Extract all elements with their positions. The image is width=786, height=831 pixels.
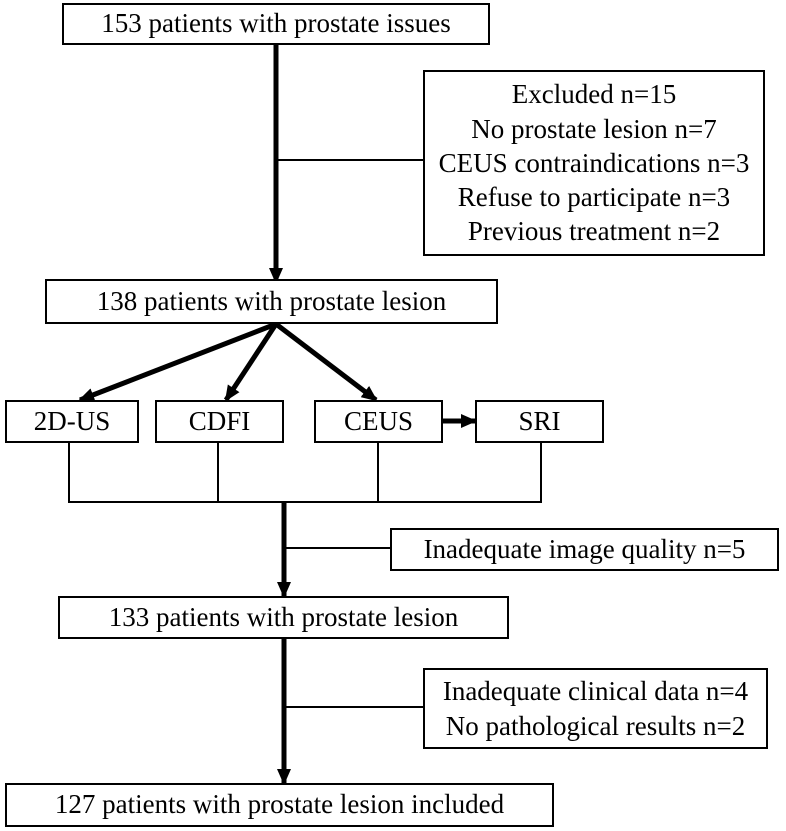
start-box: 153 patients with prostate issues [62, 3, 490, 45]
arrow-to-2d-us [78, 321, 277, 403]
modality-ceus-box: CEUS [314, 400, 443, 443]
lesion-133-label: 133 patients with prostate lesion [108, 601, 459, 632]
exclusion-box-2: Inadequate image quality n=5 [390, 528, 779, 571]
arrow-to-ceus [274, 322, 378, 402]
lesion-133-box: 133 patients with prostate lesion [58, 596, 509, 639]
lesion-138-box: 138 patients with prostate lesion [45, 279, 498, 324]
exclusion-1-reason: CEUS contraindications n=3 [438, 147, 750, 178]
arrow-to-cdfi [223, 322, 279, 402]
exclusion-1-reason: Previous treatment n=2 [467, 216, 721, 247]
final-label: 127 patients with prostate lesion includ… [54, 789, 505, 820]
modality-cdfi-box: CDFI [155, 400, 284, 443]
exclusion-1-reason: No prostate lesion n=7 [471, 113, 717, 144]
lesion-138-label: 138 patients with prostate lesion [96, 285, 447, 316]
exclusion-2-reason: Inadequate image quality n=5 [423, 533, 746, 564]
exclusion-3-reason: No pathological results n=2 [445, 710, 746, 741]
exclusion-box-3: Inadequate clinical data n=4 No patholog… [423, 668, 768, 749]
modality-cdfi-label: CDFI [188, 405, 251, 436]
exclusion-box-1: Excluded n=15 No prostate lesion n=7 CEU… [423, 70, 765, 256]
exclusion-1-title: Excluded n=15 [511, 79, 677, 110]
final-box: 127 patients with prostate lesion includ… [5, 783, 554, 827]
exclusion-3-reason: Inadequate clinical data n=4 [442, 676, 749, 707]
exclusion-1-reason: Refuse to participate n=3 [457, 182, 731, 213]
start-label: 153 patients with prostate issues [101, 8, 451, 39]
modality-2d-us-box: 2D-US [5, 400, 139, 443]
modality-2d-us-label: 2D-US [33, 405, 111, 436]
modality-ceus-label: CEUS [343, 405, 414, 436]
modality-sri-box: SRI [475, 400, 604, 443]
modality-sri-label: SRI [518, 405, 561, 436]
